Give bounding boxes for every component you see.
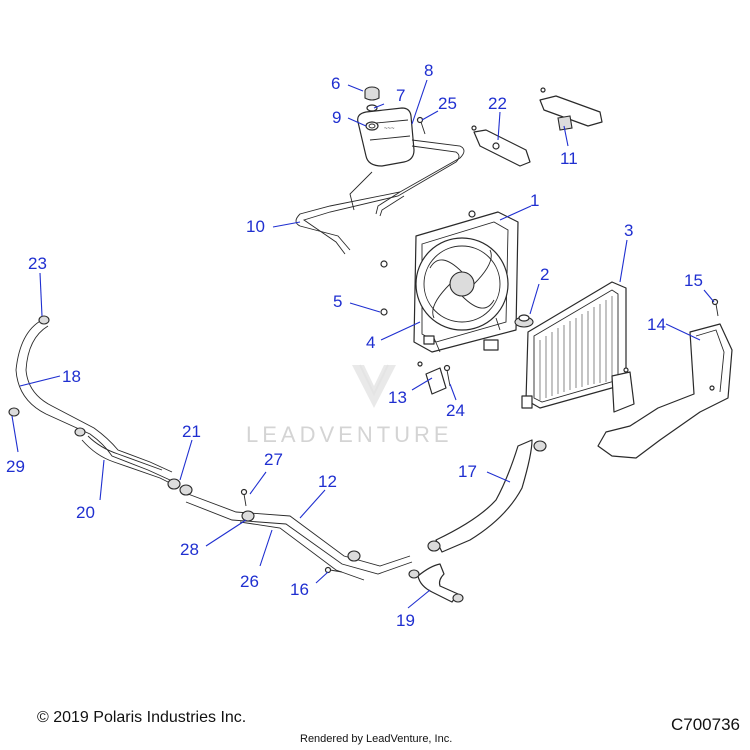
callout-25[interactable]: 25 xyxy=(438,94,457,113)
callout-16[interactable]: 16 xyxy=(290,580,309,599)
callout-12[interactable]: 12 xyxy=(318,472,337,491)
callout-1[interactable]: 1 xyxy=(530,191,539,210)
bracket-13 xyxy=(417,361,447,395)
screw-24 xyxy=(443,364,451,387)
overflow-hose xyxy=(295,139,465,255)
reservoir-seal xyxy=(365,121,379,131)
coolant-reservoir: ~~~ xyxy=(357,107,415,167)
callout-14[interactable]: 14 xyxy=(647,315,666,334)
svg-text:~~~: ~~~ xyxy=(384,126,395,132)
rendered-by-credit: Rendered by LeadVenture, Inc. xyxy=(300,733,453,745)
callout-7[interactable]: 7 xyxy=(396,86,405,105)
coolant-tube-18 xyxy=(8,315,173,481)
coolant-hose-17 xyxy=(427,439,547,553)
air-duct-14 xyxy=(597,323,733,459)
leader-lines xyxy=(11,79,715,609)
coolant-tube-12 xyxy=(185,493,413,581)
reservoir-cap xyxy=(364,86,380,101)
grommet-2 xyxy=(514,314,534,328)
callout-24[interactable]: 24 xyxy=(446,401,465,420)
callout-13[interactable]: 13 xyxy=(388,388,407,407)
callout-6[interactable]: 6 xyxy=(331,74,340,93)
callout-15[interactable]: 15 xyxy=(684,271,703,290)
callout-19[interactable]: 19 xyxy=(396,611,415,630)
reservoir-neck xyxy=(366,104,378,112)
fastener-5 xyxy=(380,210,476,316)
callout-20[interactable]: 20 xyxy=(76,503,95,522)
diagram-code: C700736 xyxy=(670,715,740,734)
callout-26[interactable]: 26 xyxy=(240,572,259,591)
callout-18[interactable]: 18 xyxy=(62,367,81,386)
radiator xyxy=(521,281,627,409)
clamp-28 xyxy=(241,510,361,562)
bracket-22 xyxy=(471,125,531,167)
clamp-21 xyxy=(167,478,193,496)
watermark-text: LEADVENTURE xyxy=(246,422,453,447)
screw-15 xyxy=(711,298,719,317)
callout-4[interactable]: 4 xyxy=(366,333,375,352)
fan-shroud-assembly xyxy=(413,211,519,353)
callout-29[interactable]: 29 xyxy=(6,457,25,476)
copyright-notice: © 2019 Polaris Industries Inc. xyxy=(37,709,247,726)
callout-5[interactable]: 5 xyxy=(333,292,342,311)
callout-9[interactable]: 9 xyxy=(332,108,341,127)
leadventure-logo-icon xyxy=(352,364,396,408)
coolant-hose-19 xyxy=(408,563,464,603)
callout-17[interactable]: 17 xyxy=(458,462,477,481)
callout-8[interactable]: 8 xyxy=(424,61,433,80)
bracket-11 xyxy=(539,87,603,131)
radiator-fins xyxy=(539,296,613,400)
callout-22[interactable]: 22 xyxy=(488,94,507,113)
callout-23[interactable]: 23 xyxy=(28,254,47,273)
callouts: 1 2 3 4 5 6 7 8 9 10 11 12 13 14 15 16 1… xyxy=(6,61,703,630)
callout-27[interactable]: 27 xyxy=(264,450,283,469)
callout-28[interactable]: 28 xyxy=(180,540,199,559)
callout-10[interactable]: 10 xyxy=(246,217,265,236)
callout-2[interactable]: 2 xyxy=(540,265,549,284)
callout-11[interactable]: 11 xyxy=(560,149,578,168)
screw-27 xyxy=(240,488,248,507)
leadventure-watermark: LEADVENTURE xyxy=(246,364,453,447)
mounting-screw-25 xyxy=(416,116,426,135)
callout-21[interactable]: 21 xyxy=(182,422,201,441)
coolant-tube-20 xyxy=(74,427,177,487)
callout-3[interactable]: 3 xyxy=(624,221,633,240)
